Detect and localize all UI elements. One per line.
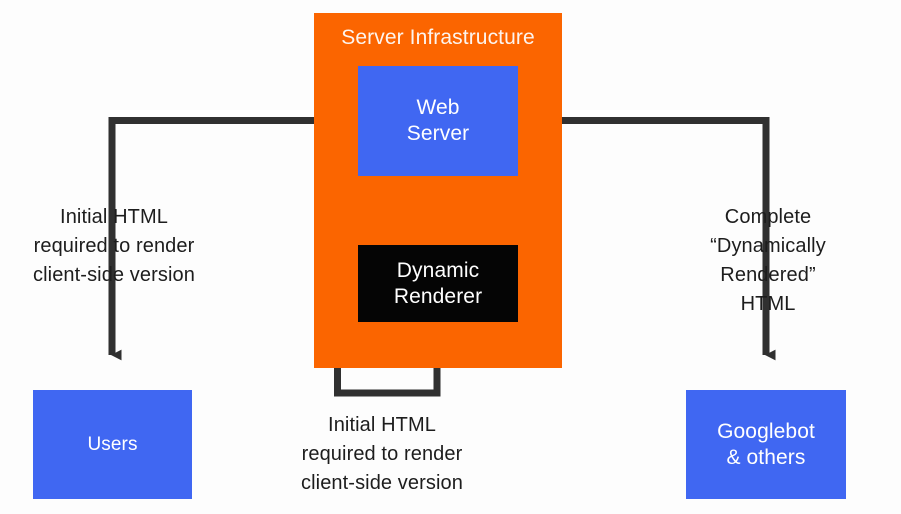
edge-caption-to-dynamic-renderer: Initial HTML required to render client-s… [238,411,526,498]
edge-caption-to-googlebot: Complete “Dynamically Rendered” HTML [660,203,876,319]
edge-caption-to-dynamic-renderer-line2: required to render [301,443,463,465]
edge-caption-to-googlebot-line3: HTML [740,293,796,315]
edge-caption-to-googlebot-line2: “Dynamically Rendered” [710,235,826,286]
connector-web-server-to-users [108,117,358,361]
server-infrastructure-label: Server Infrastructure [341,26,535,49]
web-server-label-line1: Web [416,96,460,120]
googlebot-label-line2: & others [726,445,806,469]
users-label-line1: Users [87,433,138,455]
dynamic-renderer-node: Dynamic Renderer [358,245,518,322]
edge-caption-to-googlebot-line1: Complete [724,206,812,228]
googlebot-label-line1: Googlebot [717,419,815,443]
edge-caption-to-users-line2: required to render [33,235,195,257]
edge-caption-to-users-line3: client-side version [33,264,195,286]
web-server-node: Web Server [358,66,518,176]
users-label: Users [87,433,137,456]
web-server-label-line2: Server [406,122,470,145]
connector-web-server-to-googlebot [518,117,776,361]
edge-caption-to-dynamic-renderer-line1: Initial HTML [328,414,436,436]
edge-caption-to-dynamic-renderer-line3: client-side version [301,472,463,494]
users-node: Users [33,390,192,499]
dynamic-renderer-label-line1: Dynamic [396,258,480,282]
dynamic-renderer-label-line2: Renderer [393,284,483,308]
googlebot-node: Googlebot & others [686,390,846,499]
dynamic-renderer-label: Dynamic Renderer [394,258,482,309]
web-server-label: Web Server [407,95,469,146]
googlebot-label: Googlebot & others [717,419,815,470]
edge-caption-to-users-line1: Initial HTML [60,206,168,228]
edge-caption-to-users: Initial HTML required to render client-s… [2,203,226,290]
